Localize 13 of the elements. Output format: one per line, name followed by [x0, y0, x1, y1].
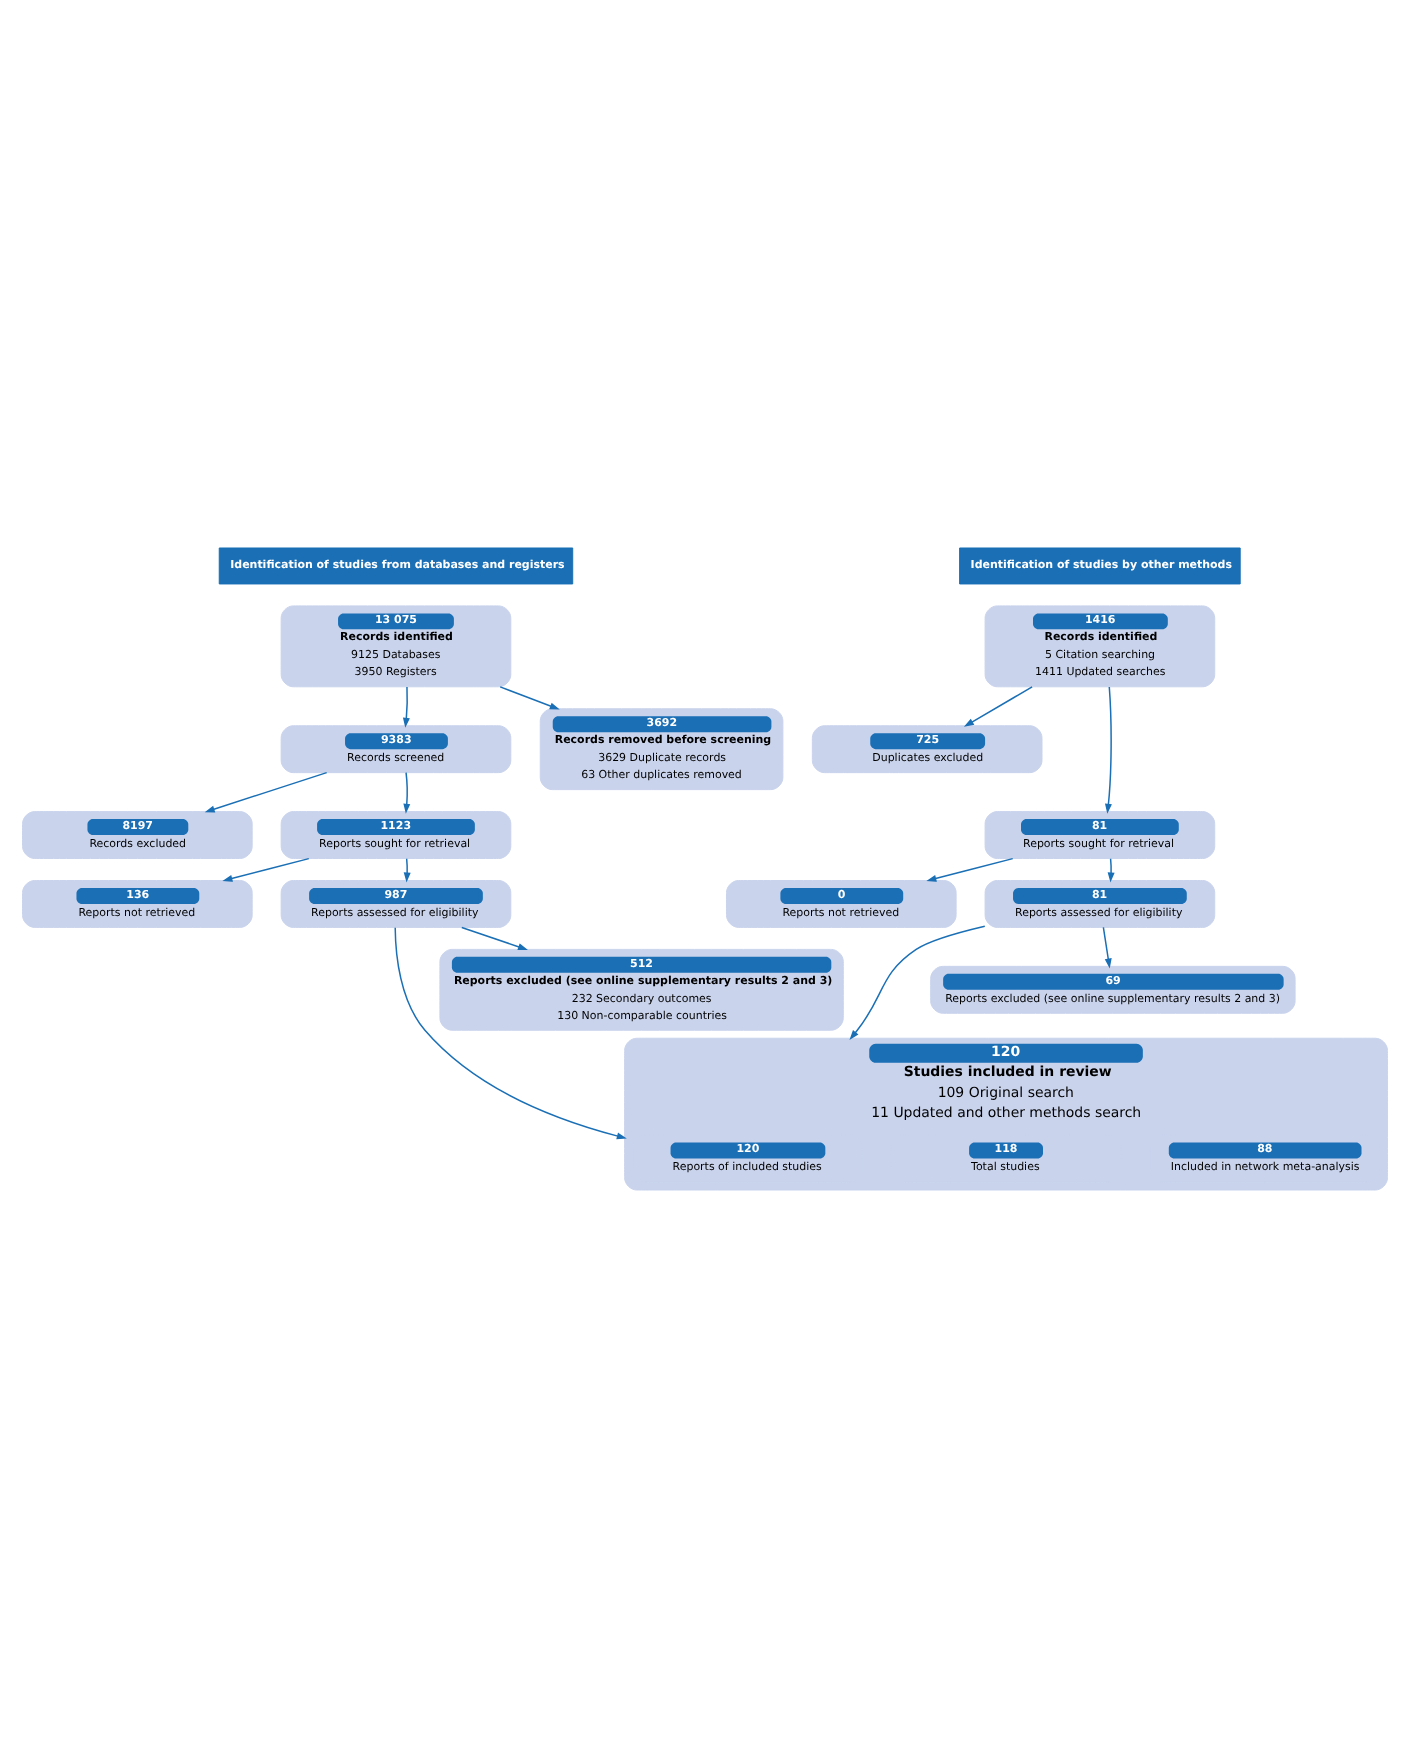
arrow: [1103, 686, 1111, 814]
arrow: [402, 771, 410, 814]
arrow: [1101, 926, 1111, 969]
arrow: [1106, 857, 1114, 883]
arrow: [203, 771, 327, 813]
arrow: [402, 857, 410, 883]
arrow: [962, 686, 1032, 727]
arrow: [848, 925, 985, 1041]
arrow: [925, 857, 1013, 882]
arrow: [498, 686, 559, 710]
arrow: [393, 926, 626, 1140]
arrow: [401, 686, 409, 728]
arrow: [221, 857, 309, 882]
